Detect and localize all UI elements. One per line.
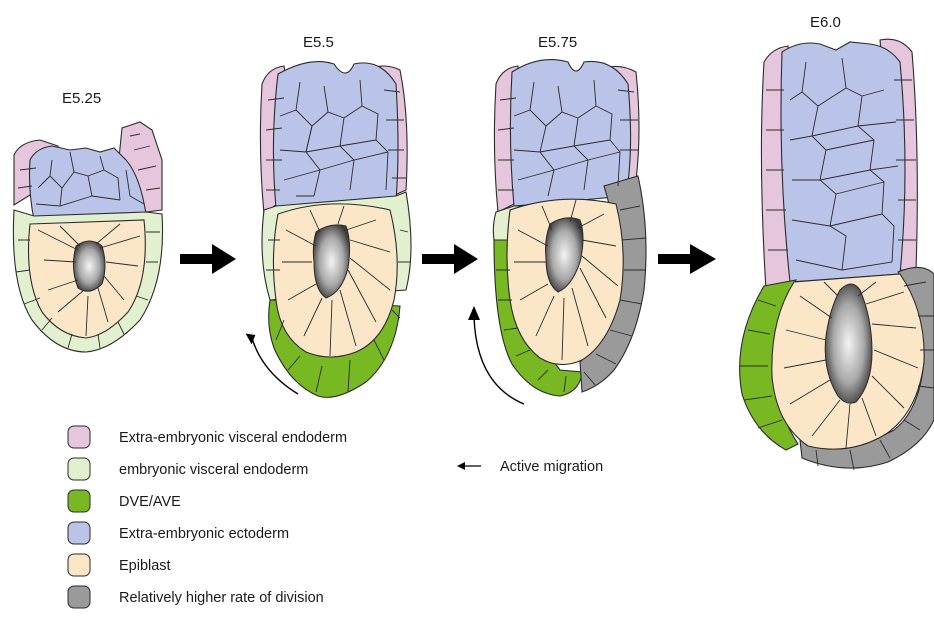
stage-label-e575: E5.75 bbox=[538, 34, 577, 51]
legend-label-dve: DVE/AVE bbox=[119, 494, 181, 510]
e60-exe bbox=[781, 42, 905, 282]
stage-arrow-3 bbox=[658, 244, 716, 274]
legend-item-division: Relatively higher rate of division bbox=[68, 586, 324, 608]
legend: Extra-embryonic visceral endoderm embryo… bbox=[68, 426, 347, 608]
stage-label-e525: E5.25 bbox=[62, 90, 101, 107]
legend-item-eve: embryonic visceral endoderm bbox=[68, 458, 308, 480]
legend-label-eve: embryonic visceral endoderm bbox=[119, 462, 308, 478]
embryo-e55 bbox=[246, 62, 411, 398]
legend-item-exe: Extra-embryonic ectoderm bbox=[68, 522, 289, 544]
legend-label-epiblast: Epiblast bbox=[119, 558, 171, 574]
stage-label-e55: E5.5 bbox=[303, 34, 334, 51]
legend-label-division: Relatively higher rate of division bbox=[119, 590, 324, 606]
legend-swatch-dve bbox=[68, 490, 90, 512]
e55-exe bbox=[273, 62, 398, 208]
stage-arrow-1 bbox=[180, 244, 236, 274]
stage-label-e60: E6.0 bbox=[810, 14, 841, 31]
stage-arrow-2 bbox=[422, 244, 478, 274]
migration-legend: Active migration bbox=[457, 459, 603, 475]
legend-label-exve: Extra-embryonic visceral endoderm bbox=[119, 430, 347, 446]
migration-legend-arrowhead-icon bbox=[457, 462, 465, 470]
legend-swatch-division bbox=[68, 586, 90, 608]
embryo-e60 bbox=[740, 39, 934, 470]
legend-swatch-exve bbox=[68, 426, 90, 448]
legend-item-dve: DVE/AVE bbox=[68, 490, 181, 512]
legend-item-epiblast: Epiblast bbox=[68, 554, 171, 576]
e525-cavity bbox=[73, 241, 105, 291]
legend-swatch-exe bbox=[68, 522, 90, 544]
legend-label-exe: Extra-embryonic ectoderm bbox=[119, 526, 289, 542]
embryo-e575 bbox=[468, 60, 646, 404]
legend-swatch-eve bbox=[68, 458, 90, 480]
migration-legend-label: Active migration bbox=[500, 459, 603, 475]
embryo-e525 bbox=[13, 122, 162, 352]
legend-item-exve: Extra-embryonic visceral endoderm bbox=[68, 426, 347, 448]
legend-swatch-epiblast bbox=[68, 554, 90, 576]
